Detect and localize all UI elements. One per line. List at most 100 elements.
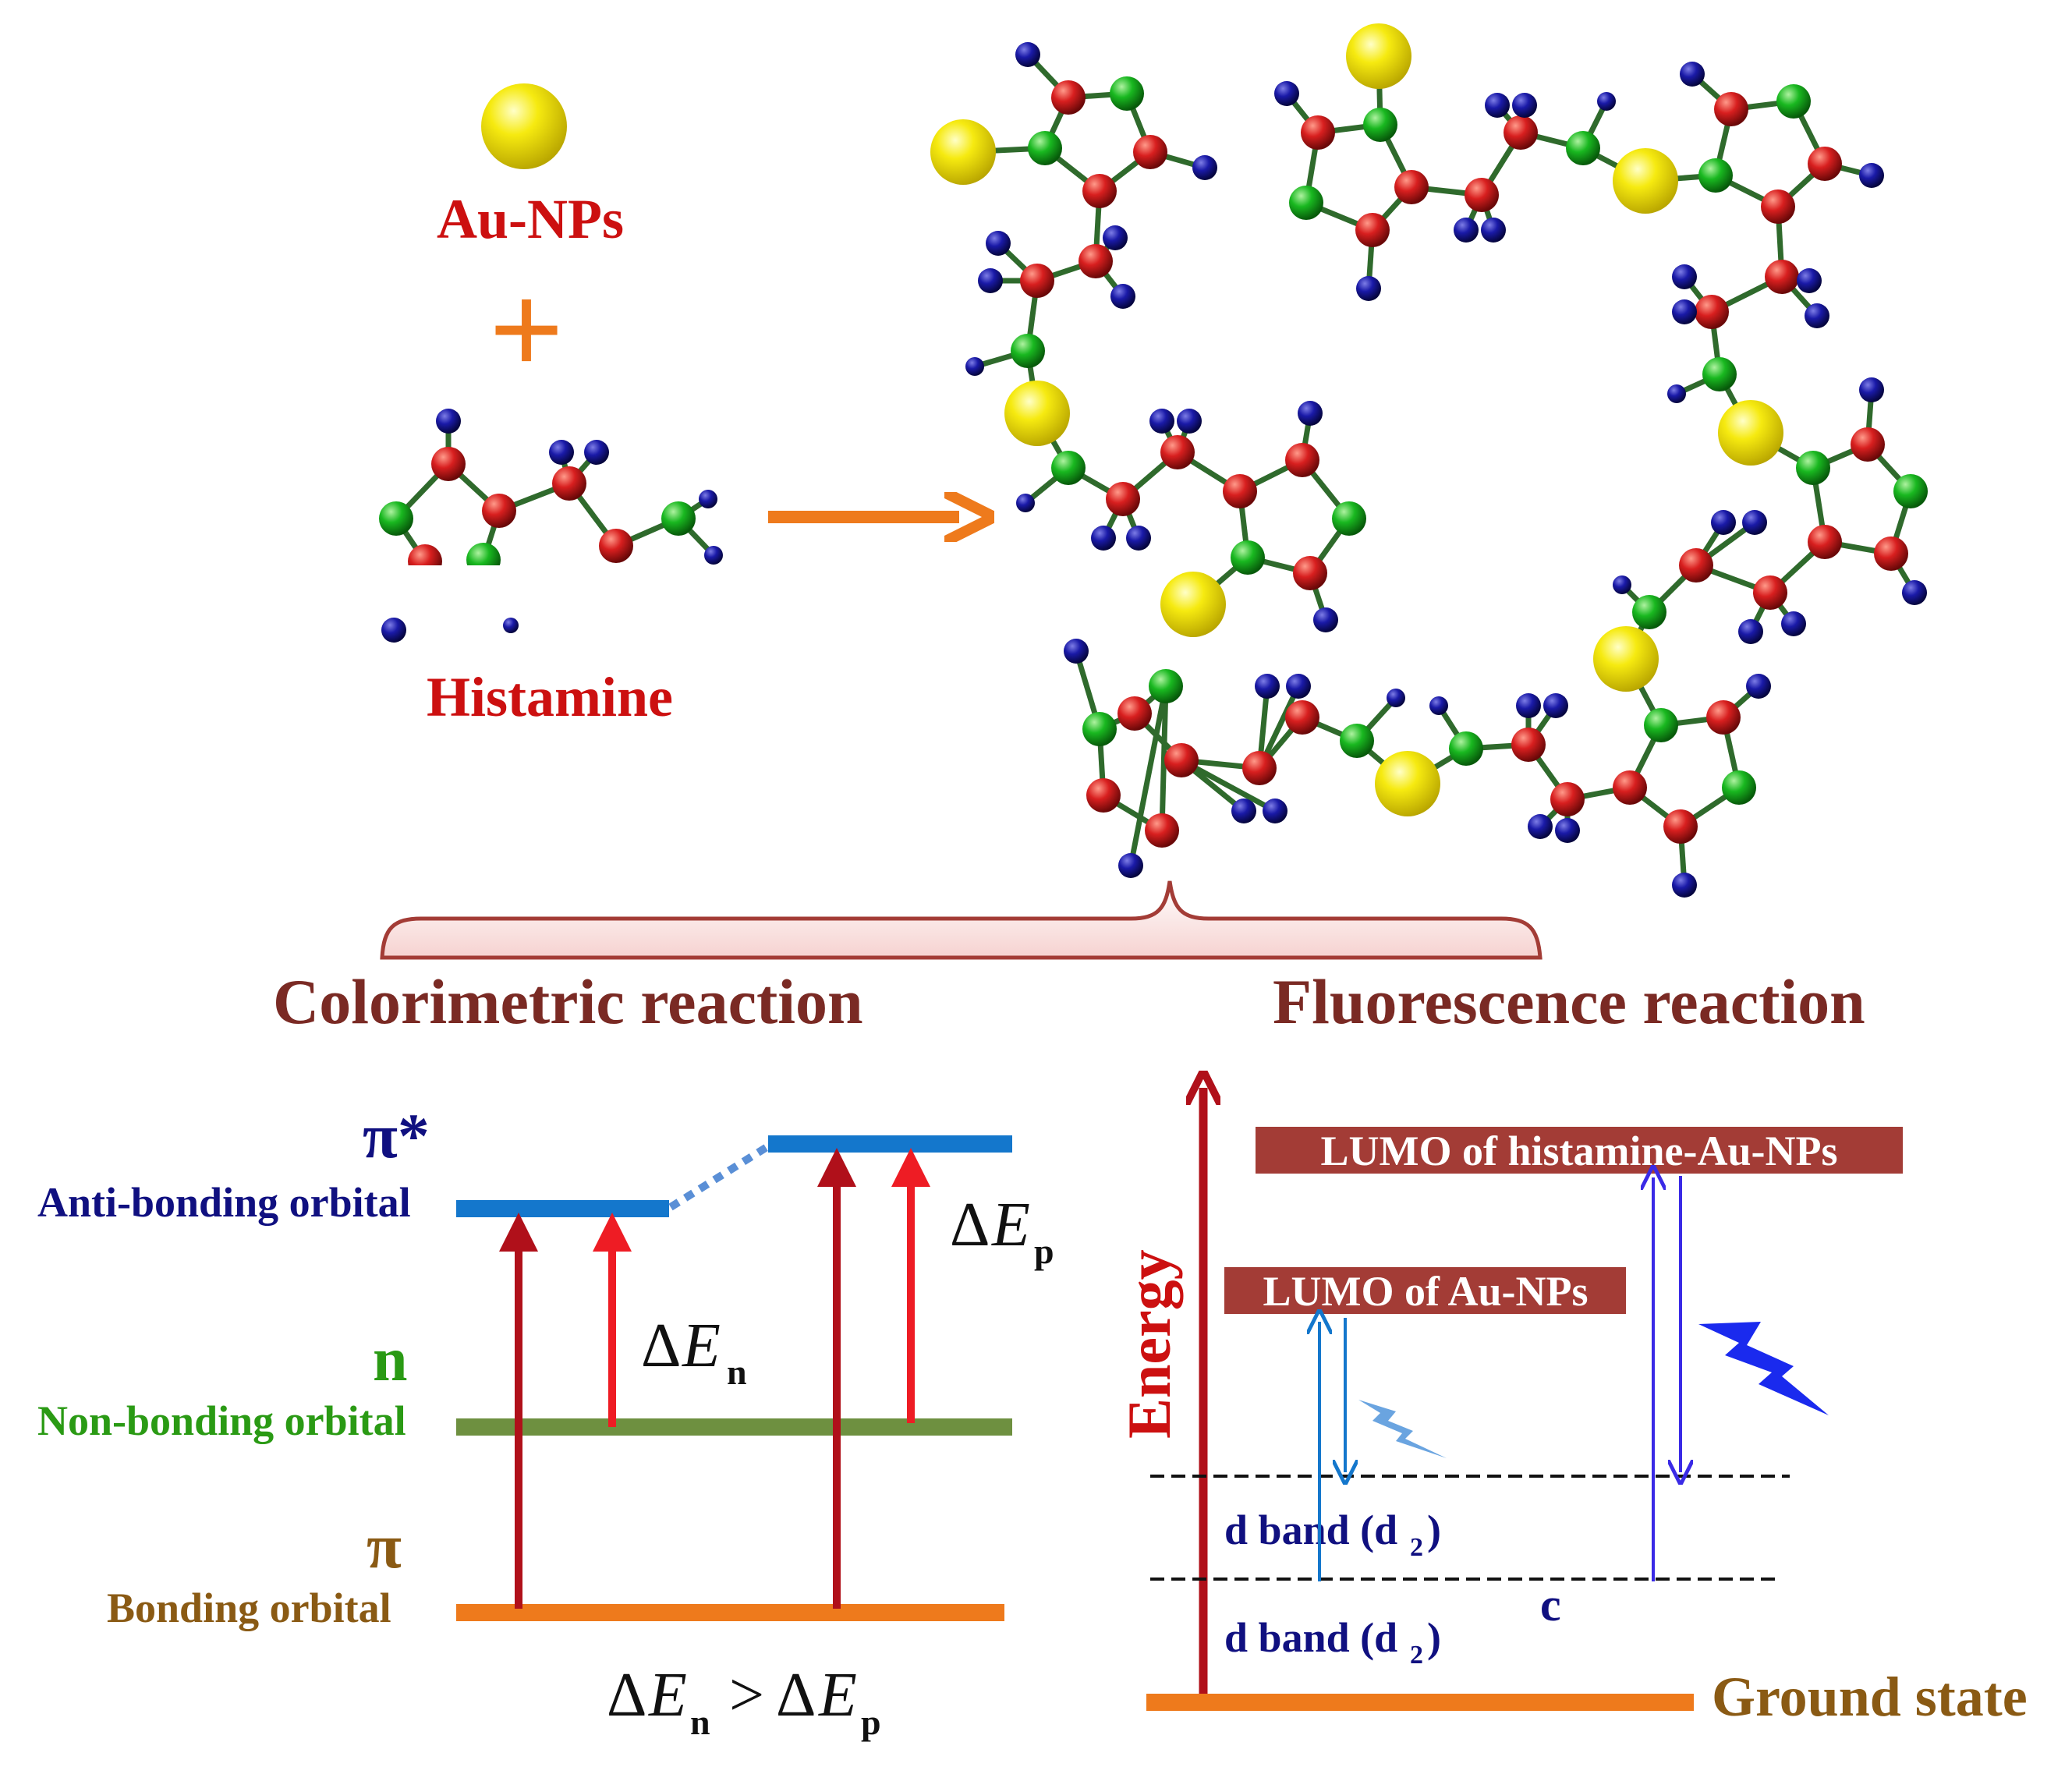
atom <box>1051 80 1086 115</box>
plus-sign: + <box>489 257 565 403</box>
atom <box>1511 728 1546 762</box>
atom <box>1667 384 1686 403</box>
atom <box>599 529 633 563</box>
atom <box>436 409 461 434</box>
atom <box>1796 451 1830 485</box>
d-band-label-lower: d band (d 2 ) <box>1224 1614 1441 1670</box>
atom <box>1454 218 1479 243</box>
atom <box>1597 92 1616 111</box>
atom <box>503 618 519 633</box>
atom <box>1274 81 1299 106</box>
au-nanoparticle-sphere <box>481 83 567 169</box>
energy-symbol: E <box>818 1661 857 1730</box>
atom <box>1528 814 1553 839</box>
gold-nanoparticle <box>1346 23 1411 89</box>
bond <box>1159 685 1169 831</box>
atom <box>1808 525 1842 559</box>
atom <box>1160 435 1195 469</box>
atom <box>1781 611 1806 636</box>
bond <box>1128 685 1169 866</box>
atom <box>1722 770 1756 805</box>
atom <box>1555 818 1580 843</box>
atom <box>1644 708 1678 742</box>
d-band-subscript: 2 <box>1410 1533 1423 1562</box>
atom <box>965 357 984 376</box>
atom <box>1874 536 1908 571</box>
atom <box>1164 743 1199 777</box>
d-band-close: ) <box>1427 1614 1441 1661</box>
atom <box>1332 501 1366 536</box>
atom <box>1064 639 1089 664</box>
gold-nanoparticle <box>1004 381 1070 446</box>
atom <box>1702 357 1737 391</box>
subscript-p: p <box>1034 1231 1054 1271</box>
level-shift-dotted <box>668 1142 770 1211</box>
atom <box>482 494 516 528</box>
atom <box>1706 700 1741 735</box>
atom <box>1223 474 1257 508</box>
pi-symbol: π <box>367 1510 402 1581</box>
subscript-p: p <box>861 1702 881 1742</box>
d-band-close: ) <box>1427 1507 1441 1553</box>
atom <box>431 447 466 481</box>
atom <box>1110 76 1144 111</box>
atom <box>1550 782 1585 816</box>
atom <box>1613 575 1631 594</box>
atom <box>1851 427 1885 462</box>
atom <box>1051 451 1086 485</box>
gold-nanoparticle <box>1613 148 1678 214</box>
atom <box>1363 108 1397 142</box>
delta-e-p-label: Δ E p <box>950 1191 1054 1271</box>
atom <box>1356 276 1381 301</box>
atom <box>1902 580 1927 605</box>
non-bonding-label: Non-bonding orbital <box>37 1397 406 1444</box>
delta-symbol: Δ <box>950 1191 990 1259</box>
atom <box>1679 548 1713 583</box>
gold-nanoparticle <box>1375 751 1440 816</box>
gold-nanoparticle <box>1718 400 1783 466</box>
atom <box>379 501 413 536</box>
gold-nanoparticle <box>930 119 996 185</box>
atom <box>1543 693 1568 718</box>
atom <box>1149 409 1174 434</box>
atom <box>552 466 586 501</box>
atom <box>1746 674 1771 699</box>
c-label: c <box>1540 1579 1561 1631</box>
ground-state-label: Ground state <box>1712 1666 2028 1728</box>
atom <box>1742 510 1767 535</box>
atom <box>1285 443 1319 477</box>
atom <box>1355 213 1390 247</box>
atom <box>1086 778 1121 813</box>
atom <box>1126 526 1151 551</box>
atom <box>1714 92 1748 126</box>
atom <box>1091 526 1116 551</box>
atom <box>1516 693 1541 718</box>
atom <box>1765 260 1799 294</box>
delta-comparison: Δ E n > Δ E p <box>607 1661 881 1742</box>
atom <box>1672 873 1697 898</box>
atom <box>1613 770 1647 805</box>
n-symbol: n <box>373 1326 408 1394</box>
atom <box>1808 147 1842 181</box>
atom <box>1698 158 1733 193</box>
atom <box>1192 155 1217 180</box>
atom <box>1859 377 1884 402</box>
weak-fluorescence-lightning-icon <box>1358 1400 1447 1458</box>
atom <box>1512 93 1537 118</box>
colorimetric-title: Colorimetric reaction <box>273 966 863 1037</box>
histamine-mask <box>367 565 741 616</box>
atom <box>1485 93 1510 118</box>
delta-symbol: Δ <box>607 1661 646 1730</box>
atom <box>1313 607 1338 632</box>
atom <box>1231 540 1265 575</box>
atom <box>1465 178 1499 212</box>
subscript-n: n <box>727 1352 747 1392</box>
atom <box>1680 62 1705 87</box>
atom <box>1695 295 1729 329</box>
energy-symbol: E <box>648 1661 687 1730</box>
atom <box>1711 510 1736 535</box>
atom <box>1289 186 1323 220</box>
atom <box>584 440 609 465</box>
lumo-aunp-box <box>1224 1267 1626 1314</box>
